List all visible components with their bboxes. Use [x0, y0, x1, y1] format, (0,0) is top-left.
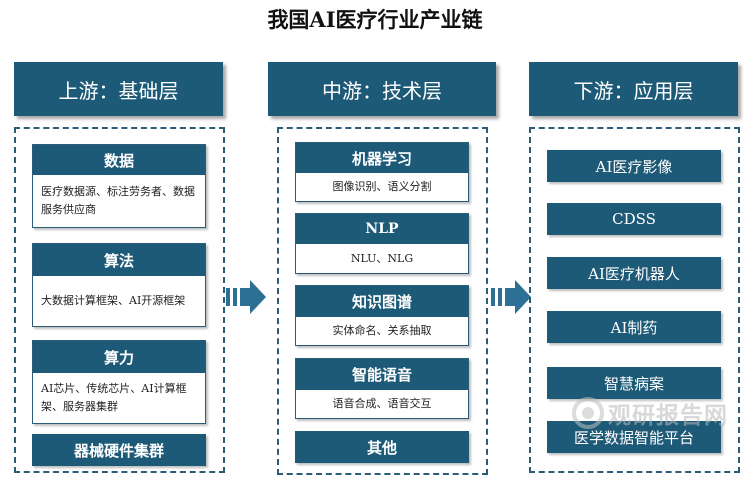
midstream-panel: [277, 127, 488, 475]
downstream-header: 下游：应用层: [529, 62, 738, 116]
midstream-box-voice: 智能语音 语音合成、语音交互: [295, 358, 469, 419]
upstream-box-algorithm: 算法 大数据计算框架、AI开源框架: [32, 243, 206, 327]
watermark: 观研报告网: [572, 395, 750, 431]
box-title: 机器学习: [296, 143, 468, 173]
midstream-bar-other: 其他: [295, 431, 469, 463]
box-title: 算力: [33, 341, 205, 373]
upstream-box-compute: 算力 AI芯片、传统芯片、AI计算框架、服务器集群: [32, 340, 206, 424]
page-title: 我国AI医疗行业产业链: [267, 7, 483, 32]
downstream-item-records: 智慧病案: [547, 367, 721, 399]
box-title: 知识图谱: [296, 286, 468, 317]
midstream-box-nlp: NLP NLU、NLG: [295, 213, 469, 274]
box-desc: 实体命名、关系抽取: [332, 324, 432, 337]
box-desc: 语音合成、语音交互: [332, 397, 432, 410]
box-desc: 图像识别、语义分割: [332, 180, 432, 193]
flow-arrow-icon: [491, 280, 531, 314]
midstream-box-ml: 机器学习 图像识别、语义分割: [295, 142, 469, 202]
downstream-item-imaging: AI医疗影像: [547, 150, 721, 182]
midstream-box-kg: 知识图谱 实体命名、关系抽取: [295, 285, 469, 346]
box-title: 智能语音: [296, 359, 468, 390]
box-title: NLP: [296, 214, 468, 244]
box-desc: 医疗数据源、标注劳务者、数据服务供应商: [41, 185, 195, 216]
upstream-bar-hardware: 器械硬件集群: [32, 434, 206, 466]
box-desc: AI芯片、传统芯片、AI计算框架、服务器集群: [41, 382, 187, 413]
downstream-item-cdss: CDSS: [547, 203, 721, 235]
upstream-panel: [14, 127, 225, 473]
box-desc: 大数据计算框架、AI开源框架: [41, 294, 186, 307]
downstream-panel: [529, 127, 740, 473]
watermark-logo-icon: [572, 397, 604, 429]
downstream-item-pharma: AI制药: [547, 311, 721, 343]
watermark-text: 观研报告网: [608, 403, 728, 429]
upstream-box-data: 数据 医疗数据源、标注劳务者、数据服务供应商: [32, 144, 206, 228]
upstream-header: 上游：基础层: [14, 62, 223, 116]
downstream-item-data-platform: 医学数据智能平台: [547, 421, 721, 453]
downstream-item-robot: AI医疗机器人: [547, 257, 721, 289]
midstream-header: 中游：技术层: [268, 62, 496, 116]
box-title: 数据: [33, 145, 205, 175]
box-desc: NLU、NLG: [350, 251, 414, 265]
box-title: 算法: [33, 244, 205, 276]
flow-arrow-icon: [226, 280, 266, 314]
